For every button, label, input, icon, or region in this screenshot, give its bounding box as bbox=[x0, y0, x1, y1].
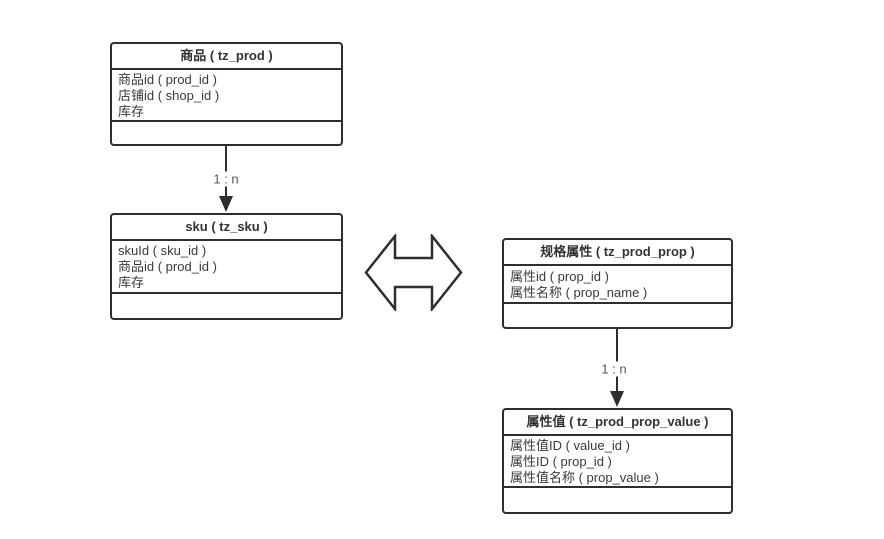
entity-field: 商品id ( prod_id ) bbox=[118, 72, 217, 87]
entity-empty-section bbox=[112, 122, 341, 144]
entity-field: 属性ID ( prop_id ) bbox=[510, 454, 612, 469]
entity-field: 库存 bbox=[118, 104, 145, 119]
entity-title: 属性值 ( tz_prod_prop_value ) bbox=[504, 410, 731, 436]
entity-title: 规格属性 ( tz_prod_prop ) bbox=[504, 240, 731, 266]
entity-field-list: 属性值ID ( value_id ) 属性ID ( prop_id ) 属性值名… bbox=[504, 436, 731, 488]
entity-title: sku ( tz_sku ) bbox=[112, 215, 341, 241]
relation-line bbox=[616, 329, 618, 391]
entity-field: 商品id ( prod_id ) bbox=[118, 259, 217, 274]
entity-empty-section bbox=[112, 294, 341, 318]
entity-table-prod-prop: 规格属性 ( tz_prod_prop ) 属性id ( prop_id ) 属… bbox=[502, 238, 733, 329]
entity-field: 库存 bbox=[118, 275, 145, 290]
entity-field-list: 商品id ( prod_id ) 店铺id ( shop_id ) 库存 bbox=[112, 70, 341, 122]
entity-field: 属性id ( prop_id ) bbox=[510, 269, 609, 284]
arrow-down-icon bbox=[219, 196, 233, 212]
entity-field: 属性值ID ( value_id ) bbox=[510, 438, 630, 453]
entity-empty-section bbox=[504, 488, 731, 512]
entity-table-sku: sku ( tz_sku ) skuId ( sku_id ) 商品id ( p… bbox=[110, 213, 343, 320]
entity-title: 商品 ( tz_prod ) bbox=[112, 44, 341, 70]
entity-field: skuId ( sku_id ) bbox=[118, 243, 207, 258]
entity-field: 店铺id ( shop_id ) bbox=[118, 88, 220, 103]
arrow-down-icon bbox=[610, 391, 624, 407]
relation-cardinality-label: 1 : n bbox=[598, 361, 630, 377]
entity-empty-section bbox=[504, 304, 731, 327]
entity-field: 属性名称 ( prop_name ) bbox=[510, 285, 648, 300]
double-arrow-icon bbox=[364, 234, 463, 311]
entity-field-list: skuId ( sku_id ) 商品id ( prod_id ) 库存 bbox=[112, 241, 341, 294]
relation-cardinality-label: 1 : n bbox=[210, 171, 242, 187]
entity-table-prod: 商品 ( tz_prod ) 商品id ( prod_id ) 店铺id ( s… bbox=[110, 42, 343, 146]
entity-table-prop-value: 属性值 ( tz_prod_prop_value ) 属性值ID ( value… bbox=[502, 408, 733, 514]
entity-field: 属性值名称 ( prop_value ) bbox=[510, 470, 659, 485]
entity-field-list: 属性id ( prop_id ) 属性名称 ( prop_name ) bbox=[504, 266, 731, 304]
